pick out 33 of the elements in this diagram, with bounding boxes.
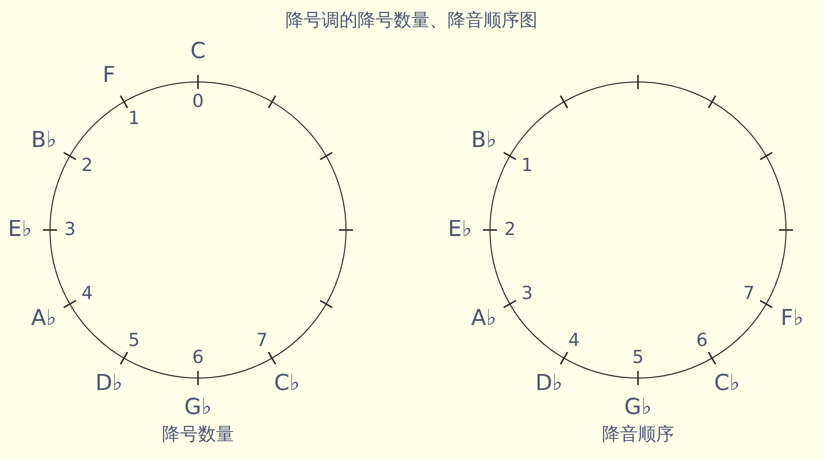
note-name: A♭ bbox=[31, 308, 57, 330]
flat-count-number: 3 bbox=[64, 221, 76, 239]
note-name: C♭ bbox=[274, 373, 300, 396]
title: 降号调的降号数量、降音顺序图 bbox=[284, 9, 538, 32]
note-name: A♭ bbox=[471, 308, 497, 330]
flat-count-number: 1 bbox=[521, 157, 533, 175]
note-name: E♭ bbox=[8, 219, 32, 241]
note-name: D♭ bbox=[95, 373, 123, 396]
note-name: F♭ bbox=[780, 308, 804, 330]
circle-label: 降音顺序 bbox=[601, 426, 675, 444]
flat-count-number: 2 bbox=[81, 157, 93, 175]
flat-count-number: 2 bbox=[504, 221, 516, 239]
note-name: C bbox=[190, 41, 206, 63]
note-name: B♭ bbox=[471, 130, 497, 152]
flat-count-number: 6 bbox=[192, 349, 204, 367]
note-name: G♭ bbox=[184, 397, 212, 419]
flat-count-number: 4 bbox=[81, 285, 93, 303]
flat-count-number: 1 bbox=[128, 110, 140, 128]
flat-count-number: 6 bbox=[696, 332, 708, 350]
note-name: B♭ bbox=[31, 130, 57, 152]
note-name: F bbox=[102, 64, 116, 87]
flat-count-number: 4 bbox=[568, 332, 580, 350]
flat-count-number: 3 bbox=[521, 285, 533, 303]
flat-count-number: 7 bbox=[743, 285, 755, 303]
note-name: G♭ bbox=[624, 397, 652, 419]
note-name: D♭ bbox=[535, 373, 563, 396]
note-name: C♭ bbox=[714, 373, 740, 396]
flat-count-number: 7 bbox=[256, 332, 268, 350]
circle-label: 降号数量 bbox=[161, 426, 235, 444]
flat-count-number: 5 bbox=[632, 349, 644, 367]
note-name: E♭ bbox=[448, 219, 472, 241]
flat-count-number: 5 bbox=[128, 332, 140, 350]
flat-count-number: 0 bbox=[192, 93, 204, 111]
